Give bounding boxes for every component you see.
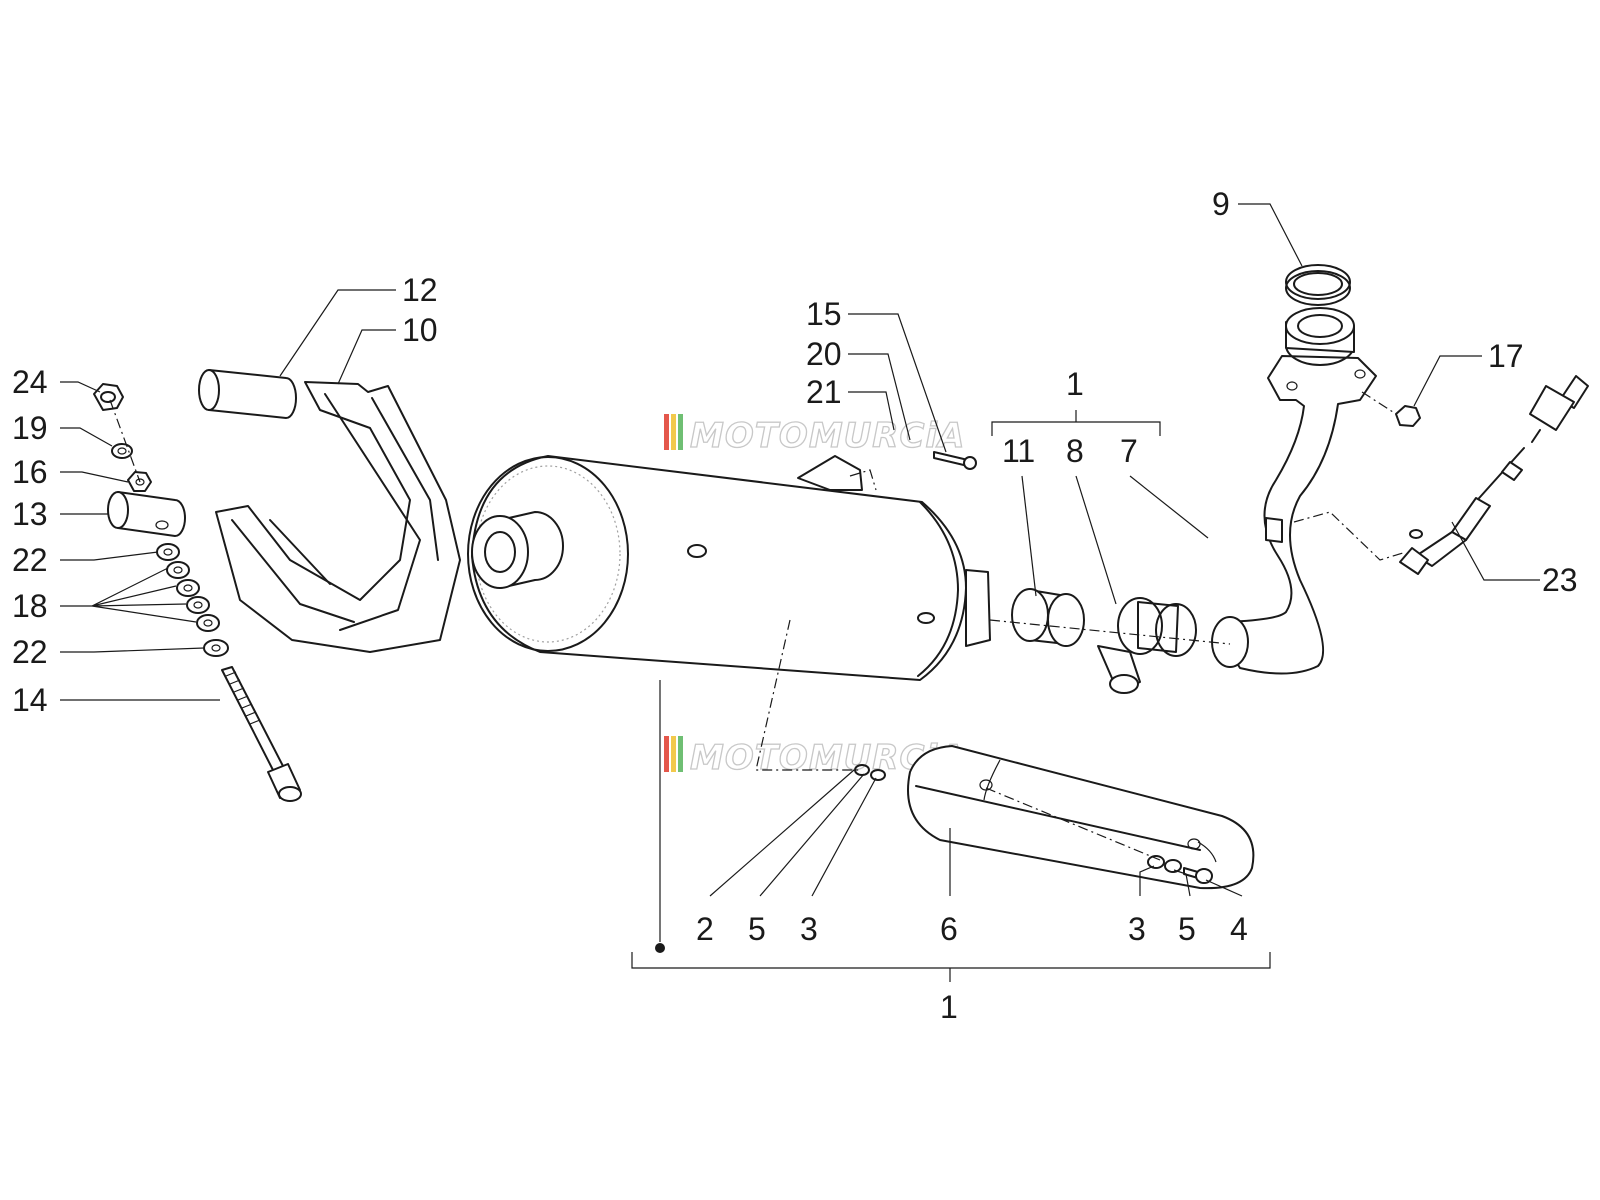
- callout-6: 6: [940, 911, 958, 947]
- part-bolt-15: [933, 451, 977, 470]
- callout-2: 2: [696, 911, 714, 947]
- callout-19: 19: [12, 410, 48, 446]
- part-nut-24: [93, 383, 124, 411]
- callout-13: 13: [12, 496, 48, 532]
- callout-23: 23: [1542, 562, 1578, 598]
- part-bushing-13: [107, 491, 186, 537]
- callout-4: 4: [1230, 911, 1248, 947]
- callout-8: 8: [1066, 433, 1084, 469]
- part-muffler: [467, 455, 991, 681]
- callout-17: 17: [1488, 338, 1524, 374]
- callout-1-top: 1: [1066, 366, 1084, 402]
- part-washers-3-5-top: [854, 764, 886, 781]
- assembly-centerlines: [109, 391, 1407, 861]
- part-washer-19: [111, 443, 133, 459]
- callout-22-bottom: 22: [12, 634, 48, 670]
- part-nut-17: [1395, 405, 1421, 427]
- callout-10: 10: [402, 312, 438, 348]
- callout-18: 18: [12, 588, 48, 624]
- part-spacer-12: [198, 369, 297, 419]
- callout-12: 12: [402, 272, 438, 308]
- part-gasket-9: [1285, 264, 1351, 306]
- leader-lines: [60, 203, 1540, 982]
- callout-7: 7: [1120, 433, 1138, 469]
- bullet-dot: [655, 943, 665, 953]
- callout-14: 14: [12, 682, 48, 718]
- callout-24: 24: [12, 364, 48, 400]
- callout-22-top: 22: [12, 542, 48, 578]
- part-pipe-7: [1211, 307, 1377, 675]
- part-clamp-8: [1097, 597, 1197, 694]
- callout-15: 15: [806, 296, 842, 332]
- watermark-text: MOTOMURCiA: [690, 416, 965, 456]
- watermark-top: MOTOMURCiA: [664, 414, 965, 457]
- callout-11: 11: [1002, 433, 1035, 469]
- part-sleeve-11: [1011, 588, 1085, 647]
- callout-5-left: 5: [748, 911, 766, 947]
- callout-5-right: 5: [1178, 911, 1196, 947]
- callout-20: 20: [806, 336, 842, 372]
- callout-3-left: 3: [800, 911, 818, 947]
- part-bracket-10: [215, 381, 461, 653]
- part-bolt-14: [221, 666, 302, 802]
- callout-3-right: 3: [1128, 911, 1146, 947]
- callout-labels: 24 19 16 13 22 18 22 14 12 10 15 20 21 1…: [12, 186, 1578, 1025]
- part-heat-shield-6: [907, 745, 1255, 890]
- callout-1-bottom: 1: [940, 989, 958, 1025]
- callout-16: 16: [12, 454, 48, 490]
- callout-9: 9: [1212, 186, 1230, 222]
- part-washers-18-22: [156, 543, 229, 657]
- part-hardware-3-5-4-bottom: [1147, 855, 1213, 884]
- callout-21: 21: [806, 374, 842, 410]
- part-lambda-sensor-23: [1399, 375, 1589, 575]
